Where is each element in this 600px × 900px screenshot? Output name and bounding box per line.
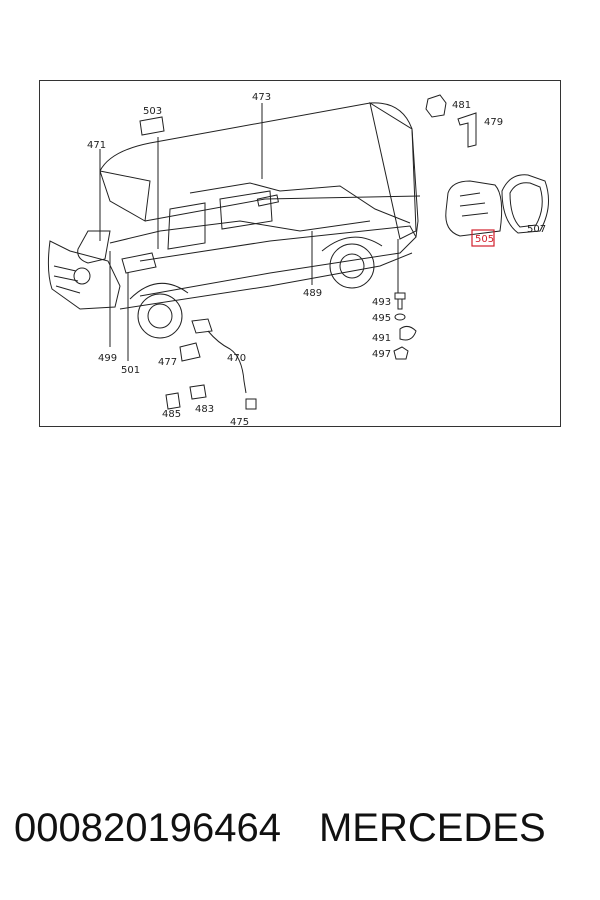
nut-497	[393, 346, 409, 360]
label-473: 473	[252, 92, 271, 103]
van-cab-outline	[99, 170, 151, 222]
holder-485	[165, 392, 181, 410]
label-499: 499	[98, 353, 117, 364]
product-caption: 000820196464 MERCEDES	[14, 806, 594, 856]
roof-marker-lamp	[256, 194, 279, 207]
connector-477	[179, 342, 201, 362]
clip-491	[399, 325, 417, 341]
cable-470	[191, 318, 247, 394]
van-rear-door	[369, 101, 417, 240]
brand-name: MERCEDES	[318, 806, 546, 850]
holder-483	[189, 384, 207, 400]
label-481: 481	[452, 100, 471, 111]
van-exploded-view: 473 481 479 503 471 505 507 489 493 495 …	[47, 92, 550, 428]
label-493: 493	[372, 297, 391, 308]
roof-wire	[189, 182, 411, 224]
tail-light-lens-inner	[509, 182, 543, 228]
rear-wheel-hub	[339, 253, 365, 279]
bolt-493	[394, 292, 406, 310]
label-491: 491	[372, 333, 391, 344]
mercedes-star-emblem	[73, 267, 91, 285]
label-475: 475	[230, 417, 249, 428]
label-485: 485	[162, 409, 181, 420]
bracket-479	[457, 112, 477, 148]
van-side-window	[167, 190, 273, 250]
label-497: 497	[372, 349, 391, 360]
label-495: 495	[372, 313, 391, 324]
van-windshield	[77, 230, 111, 264]
label-470: 470	[227, 353, 246, 364]
label-479: 479	[484, 117, 503, 128]
van-roof-outline	[99, 102, 419, 238]
label-489: 489	[303, 288, 322, 299]
label-501: 501	[121, 365, 140, 376]
van-side-panel	[139, 225, 417, 297]
label-505: 505	[475, 234, 494, 245]
tail-light-lens	[501, 174, 550, 234]
van-rocker	[119, 252, 413, 310]
rear-wheel	[329, 243, 375, 289]
van-side-top	[144, 195, 421, 222]
tail-light-housing	[445, 180, 503, 237]
front-wheel-hub	[147, 303, 173, 329]
label-503: 503	[143, 106, 162, 117]
van-front	[47, 240, 121, 310]
front-wheel	[137, 293, 183, 339]
screw-475	[245, 398, 257, 410]
bulb-503	[139, 116, 165, 136]
side-marker-lamp	[121, 252, 157, 274]
parts-diagram: 473 481 479 503 471 505 507 489 493 495 …	[39, 80, 561, 428]
front-wheel-arch	[129, 282, 189, 300]
label-477: 477	[158, 357, 177, 368]
rear-wheel-arch	[321, 236, 383, 252]
label-507: 507	[527, 224, 546, 235]
washer-495	[394, 313, 406, 321]
bracket-481	[425, 94, 447, 118]
label-471: 471	[87, 140, 106, 151]
part-number: 000820196464	[14, 806, 281, 850]
side-wire	[109, 220, 371, 244]
highlight-box-505	[471, 229, 495, 247]
van-grille	[53, 265, 81, 294]
tail-light-bulbs	[459, 192, 489, 217]
label-483: 483	[195, 404, 214, 415]
